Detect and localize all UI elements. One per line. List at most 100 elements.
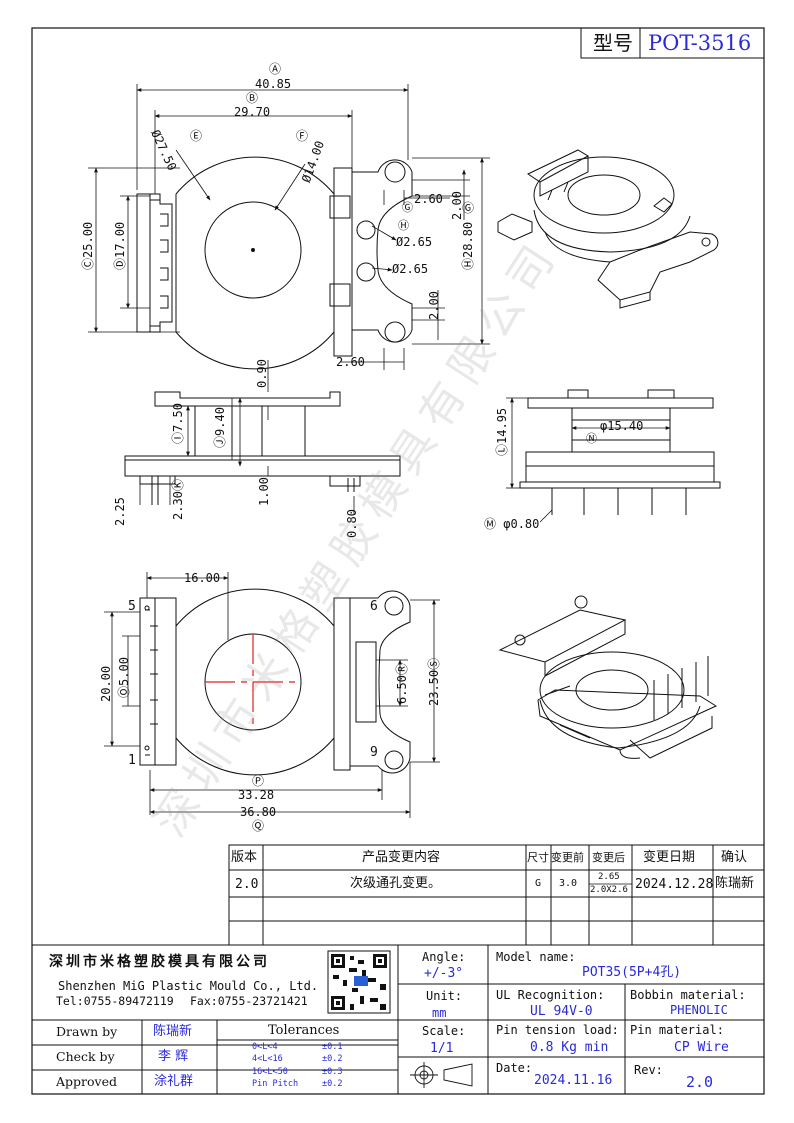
dim-label-J: Ⓙ [213, 435, 227, 448]
company-name: 深圳市米格塑胶模具有限公司 [49, 954, 270, 970]
dim-I: Ⓘ7.50 [171, 403, 185, 444]
phi-symbol: φ [600, 419, 608, 433]
dim-H-value: 28.80 [461, 221, 475, 258]
dim-label-P: Ⓟ [252, 774, 265, 788]
projection-symbol [410, 1062, 473, 1088]
model-name-value: POT35(5P+4孔) [582, 965, 682, 980]
dim-M: Ⓜ φ0.80 [484, 518, 539, 530]
dim-H: Ⓗ28.80 [461, 221, 475, 270]
side-view-dims [139, 360, 355, 515]
dim-A: 40.85 [255, 77, 292, 91]
dim-bottom-2: 2.00 [427, 291, 441, 320]
model-label: 型号 [593, 31, 633, 55]
dim-K-value: 2.30 [171, 491, 185, 520]
dim-D: Ⓓ17.00 [113, 221, 127, 270]
angle-label: Angle: [422, 950, 466, 964]
dim-label-I: Ⓘ [171, 431, 185, 444]
rev-after-2: 2.0X2.6 [590, 885, 628, 895]
front-elevation-dims [506, 397, 671, 523]
iso-view-bottom [498, 595, 718, 759]
dim-label-L: Ⓛ [495, 443, 509, 456]
dim-label-F: Ⓕ [296, 129, 309, 143]
dim-P: 33.28 [238, 788, 275, 802]
phi-symbol: Ø [396, 235, 404, 249]
title-block-grid [31, 944, 765, 1095]
bobbin-value: PHENOLIC [670, 1003, 728, 1017]
model-header-box [580, 27, 765, 59]
bottom-view [139, 588, 411, 776]
pin-5: 5 [128, 599, 136, 614]
scale-value: 1/1 [430, 1041, 454, 1056]
dim-label-G: Ⓖ [462, 201, 475, 215]
phi-symbol: φ [503, 517, 511, 531]
top-view [136, 156, 413, 370]
rev-date: 2024.12.28 [635, 877, 714, 892]
rev-header-version: 版本 [231, 850, 258, 865]
dim-N-value: 15.40 [607, 419, 644, 433]
dim-label-B: Ⓑ [246, 91, 259, 105]
dim-bottom-260: 2.60 [336, 355, 365, 369]
dim-100: 1.00 [257, 477, 271, 506]
rev-before: 3.0 [559, 878, 578, 889]
dim-P-top: 16.00 [184, 571, 221, 585]
dim-O: Ⓞ5.00 [117, 657, 131, 698]
pin-1: 1 [128, 753, 136, 768]
dim-label-H-hole: Ⓗ [398, 219, 409, 232]
rev-header-content: 产品变更内容 [362, 850, 441, 865]
dim-label-H: Ⓗ [461, 257, 475, 270]
model-name-label: Model name: [496, 950, 576, 964]
tol-val-1: ±0.2 [322, 1054, 343, 1064]
dim-C: Ⓒ25.00 [81, 221, 95, 270]
dim-Q: 36.80 [240, 805, 277, 819]
tol-range-3: Pin Pitch [252, 1079, 299, 1089]
ul-label: UL Recognition: [496, 988, 605, 1002]
bottom-view-dims [104, 572, 440, 818]
dim-label-A: Ⓐ [269, 62, 282, 76]
rev-header-before: 变更前 [551, 851, 584, 864]
company-name-en: Shenzhen MiG Plastic Mould Co., Ltd. [58, 979, 319, 993]
dim-label-E: Ⓔ [190, 129, 203, 143]
scale-label: Scale: [422, 1024, 466, 1038]
date-value: 2024.11.16 [534, 1073, 613, 1088]
dim-hole1-value: 2.65 [403, 235, 433, 249]
unit-value: mm [432, 1006, 447, 1020]
dim-label-G-small: Ⓖ [402, 201, 413, 214]
dim-225: 2.25 [113, 497, 127, 526]
dim-label-R: Ⓡ [395, 663, 409, 676]
drawn-by-label: Drawn by [56, 1024, 118, 1039]
tol-range-2: 16<L<50 [252, 1067, 288, 1077]
dim-label-C: Ⓒ [81, 257, 95, 270]
tol-range-0: 0<L<4 [252, 1042, 278, 1052]
pin-9: 9 [370, 745, 378, 760]
top-view-dims [88, 84, 490, 370]
dim-K: 2.30Ⓚ [171, 479, 185, 520]
company-fax: Fax:0755-23721421 [190, 994, 308, 1008]
dim-label-D: Ⓓ [113, 257, 127, 270]
dim-S-value: 23.50 [427, 669, 441, 706]
pin-material-value: CP Wire [674, 1040, 729, 1055]
dim-N: φ15.40 [600, 420, 643, 432]
qr-code [327, 950, 391, 1014]
dim-D-value: 17.00 [113, 221, 127, 258]
dim-O-value: 5.00 [117, 657, 131, 686]
rev-header-after: 变更后 [592, 851, 625, 864]
dim-C-value: 25.00 [81, 221, 95, 258]
dim-J: Ⓙ9.40 [213, 407, 227, 448]
company-tel: Tel:0755-89472119 [56, 994, 174, 1008]
dim-label-Q: Ⓠ [252, 819, 265, 833]
sheet-border [31, 27, 765, 1095]
check-by-label: Check by [56, 1049, 115, 1064]
angle-value: +/-3° [424, 966, 464, 981]
check-by-value: 李 辉 [158, 1049, 189, 1064]
dim-T: 20.00 [99, 665, 113, 702]
dim-L-value: 14.95 [495, 407, 509, 444]
rev-after-1: 2.65 [598, 872, 620, 882]
iso-view-top [497, 149, 719, 309]
tol-val-3: ±0.2 [322, 1079, 343, 1089]
dim-S: 23.50Ⓢ [427, 658, 441, 706]
drawn-by-value: 陈瑞新 [153, 1024, 193, 1039]
tension-value: 0.8 Kg min [530, 1040, 609, 1055]
rev-value: 2.0 [686, 1073, 714, 1091]
dim-R: 6.50Ⓡ [395, 663, 409, 704]
rev-confirm: 陈瑞新 [715, 876, 755, 891]
